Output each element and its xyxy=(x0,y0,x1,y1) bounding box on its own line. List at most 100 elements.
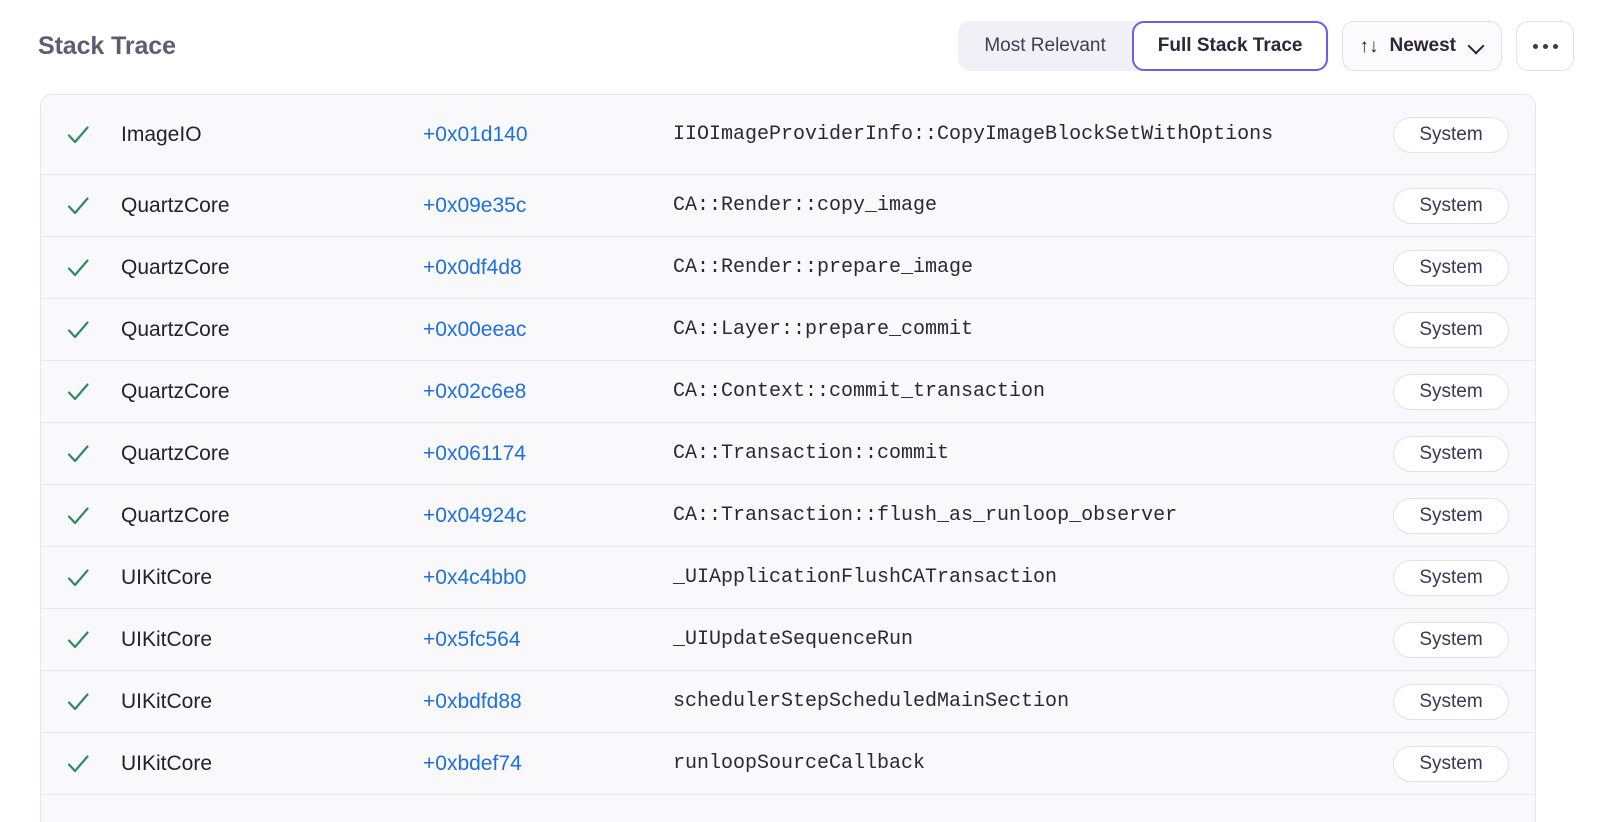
frame-address-link[interactable]: +0x04924c xyxy=(423,503,527,527)
frame-status-cell xyxy=(65,122,121,148)
chevron-down-icon xyxy=(1469,39,1483,53)
frame-source-cell: System xyxy=(1373,187,1509,224)
checkmark-icon xyxy=(67,258,89,276)
frame-source-cell: System xyxy=(1373,497,1509,534)
frame-status-cell xyxy=(65,565,121,591)
frame-symbol: CA::Transaction::commit xyxy=(673,441,950,465)
frame-symbol: CA::Render::prepare_image xyxy=(673,255,974,279)
frame-symbol: _UIApplicationFlushCATransaction xyxy=(673,565,1058,589)
status-badge: System xyxy=(1393,621,1509,658)
ellipsis-icon xyxy=(1532,43,1538,49)
frame-status-cell xyxy=(65,751,121,777)
table-row[interactable]: UIKitCore +0xbdef74 runloopSourceCallback S… xyxy=(41,733,1535,795)
status-badge: System xyxy=(1393,497,1509,534)
checkmark-icon xyxy=(67,196,89,214)
table-row[interactable]: ImageIO +0x01d140 IIOImageProviderInfo::Co… xyxy=(41,95,1535,175)
tab-full-stack-trace[interactable]: Full Stack Trace xyxy=(1131,21,1329,71)
ellipsis-icon xyxy=(1552,43,1558,49)
frame-address-link[interactable]: +0x0df4d8 xyxy=(423,255,522,279)
frame-source-cell: System xyxy=(1373,683,1509,720)
frame-address-link[interactable]: +0x5fc564 xyxy=(423,627,521,651)
sort-arrows-icon: ↑↓ xyxy=(1359,35,1379,57)
tab-most-relevant[interactable]: Most Relevant xyxy=(958,21,1131,71)
status-badge: System xyxy=(1393,116,1509,153)
frame-module: QuartzCore xyxy=(121,317,230,341)
frame-symbol: CA::Render::copy_image xyxy=(673,193,938,217)
checkmark-icon xyxy=(67,692,89,710)
checkmark-icon xyxy=(67,320,89,338)
frame-source-cell: System xyxy=(1373,249,1509,286)
table-row[interactable]: UIKitCore +0x5fc564 _UIUpdateSequenceRun Sy… xyxy=(41,609,1535,671)
frame-module: QuartzCore xyxy=(121,379,230,403)
frame-symbol: IIOImageProviderInfo::CopyImageBlockSetW… xyxy=(673,122,1274,146)
frame-address-link[interactable]: +0xbdef74 xyxy=(423,751,522,775)
table-row[interactable]: QuartzCore +0x04924c CA::Transaction::flus… xyxy=(41,485,1535,547)
frame-symbol: schedulerStepScheduledMainSection xyxy=(673,689,1070,713)
frame-module: UIKitCore xyxy=(121,751,213,775)
frame-status-cell xyxy=(65,503,121,529)
frame-address-link[interactable]: +0x00eeac xyxy=(423,317,527,341)
checkmark-icon xyxy=(67,568,89,586)
table-row[interactable]: QuartzCore +0x09e35c CA::Render::copy_imag… xyxy=(41,175,1535,237)
page-title: Stack Trace xyxy=(38,31,176,60)
view-mode-segmented-control[interactable]: Most Relevant Full Stack Trace xyxy=(958,21,1329,71)
frame-address-link[interactable]: +0x4c4bb0 xyxy=(423,565,527,589)
status-badge: System xyxy=(1393,559,1509,596)
frame-source-cell: System xyxy=(1373,373,1509,410)
checkmark-icon xyxy=(67,125,89,143)
frame-module: QuartzCore xyxy=(121,193,230,217)
status-badge: System xyxy=(1393,435,1509,472)
frame-module: UIKitCore xyxy=(121,689,213,713)
more-options-button[interactable] xyxy=(1516,21,1574,71)
table-row[interactable]: UIKitCore +0xbdfd88 schedulerStepScheduled… xyxy=(41,671,1535,733)
frame-source-cell: System xyxy=(1373,745,1509,782)
stack-trace-header: Stack Trace Most Relevant Full Stack Tra… xyxy=(0,0,1614,92)
frame-symbol: runloopSourceCallback xyxy=(673,751,926,775)
frame-status-cell xyxy=(65,317,121,343)
status-badge: System xyxy=(1393,187,1509,224)
frame-status-cell xyxy=(65,627,121,653)
frame-status-cell xyxy=(65,689,121,715)
frame-status-cell xyxy=(65,441,121,467)
frame-source-cell: System xyxy=(1373,311,1509,348)
frame-source-cell: System xyxy=(1373,435,1509,472)
sort-label: Newest xyxy=(1389,35,1456,56)
sort-button[interactable]: ↑↓ Newest xyxy=(1342,21,1502,71)
table-row[interactable]: QuartzCore +0x0df4d8 CA::Render::prepare_i… xyxy=(41,237,1535,299)
table-row[interactable]: QuartzCore +0x00eeac CA::Layer::prepare_co… xyxy=(41,299,1535,361)
frame-address-link[interactable]: +0x061174 xyxy=(423,441,526,465)
table-row[interactable]: UIKitCore+0x4c4bb0_UIApplicationFlushCAT… xyxy=(41,547,1535,609)
frame-status-cell xyxy=(65,193,121,219)
frame-module: UIKitCore xyxy=(121,627,213,651)
frame-address-link[interactable]: +0x09e35c xyxy=(423,193,527,217)
checkmark-icon xyxy=(67,444,89,462)
frame-status-cell xyxy=(65,379,121,405)
checkmark-icon xyxy=(67,506,89,524)
frame-source-cell: System xyxy=(1373,559,1509,596)
frame-symbol: CA::Transaction::flush_as_runloop_observ… xyxy=(673,503,1178,527)
status-badge: System xyxy=(1393,373,1509,410)
frame-address-link[interactable]: +0x02c6e8 xyxy=(423,379,527,403)
status-badge: System xyxy=(1393,745,1509,782)
ellipsis-icon xyxy=(1542,43,1548,49)
frame-module: QuartzCore xyxy=(121,503,230,527)
frame-source-cell: System xyxy=(1373,621,1509,658)
stack-trace-list: ImageIO +0x01d140 IIOImageProviderInfo::Co… xyxy=(40,94,1536,822)
status-badge: System xyxy=(1393,311,1509,348)
frame-address-link[interactable]: +0xbdfd88 xyxy=(423,689,522,713)
frame-symbol: CA::Layer::prepare_commit xyxy=(673,317,974,341)
status-badge: System xyxy=(1393,683,1509,720)
frame-source-cell: System xyxy=(1373,116,1509,153)
frame-module: ImageIO xyxy=(121,122,202,146)
frame-status-cell xyxy=(65,255,121,281)
checkmark-icon xyxy=(67,754,89,772)
status-badge: System xyxy=(1393,249,1509,286)
frame-module: QuartzCore xyxy=(121,255,230,279)
frame-symbol: _UIUpdateSequenceRun xyxy=(673,627,914,651)
frame-address-link[interactable]: +0x01d140 xyxy=(423,122,528,146)
checkmark-icon xyxy=(67,630,89,648)
checkmark-icon xyxy=(67,382,89,400)
